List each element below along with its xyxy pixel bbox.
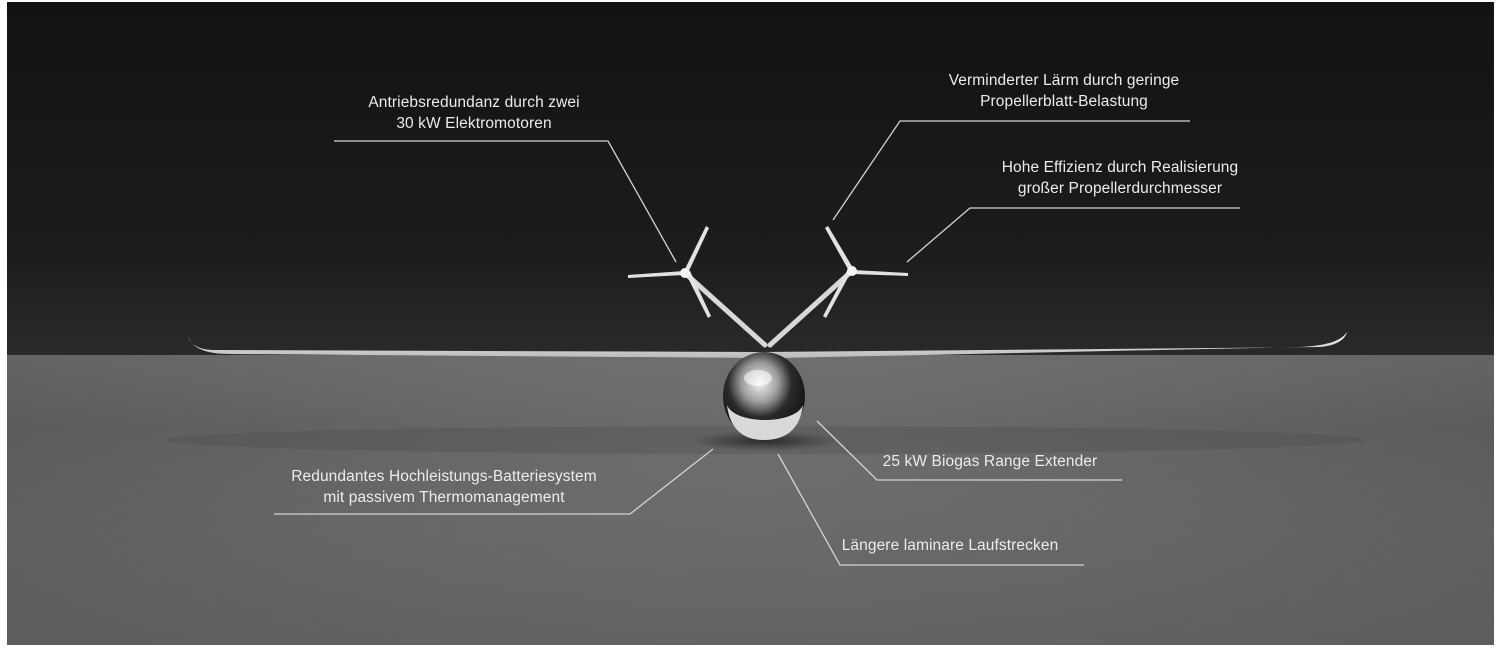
label-battery-line1: Redundantes Hochleistungs-Batteriesystem (291, 468, 597, 485)
right-propeller (823, 226, 908, 318)
label-noise-reduction-line1: Verminderter Lärm durch geringe (948, 72, 1180, 89)
label-range-extender-line1: 25 kW Biogas Range Extender (882, 453, 1098, 470)
label-drive-redundancy-line2: 30 kW Elektromotoren (396, 115, 552, 132)
label-efficiency-line1: Hohe Effizienz durch Realisierung (1001, 159, 1239, 176)
label-battery-line2: mit passivem Thermomanagement (323, 489, 565, 506)
label-laminar: Längere laminare Laufstrecken (820, 535, 1080, 556)
label-battery: Redundantes Hochleistungs-Batteriesystem… (264, 466, 624, 508)
leader-range-extender (816, 420, 1122, 481)
aircraft-photo: Antriebsredundanz durch zwei 30 kW Elekt… (7, 2, 1494, 645)
leader-laminar (777, 453, 1084, 566)
label-range-extender: 25 kW Biogas Range Extender (860, 451, 1120, 472)
left-pylon (683, 271, 768, 348)
label-drive-redundancy: Antriebsredundanz durch zwei 30 kW Elekt… (324, 92, 624, 134)
label-efficiency: Hohe Effizienz durch Realisierung großer… (955, 157, 1285, 199)
leader-lines (274, 120, 1240, 566)
fuselage-pod (723, 352, 805, 440)
leader-efficiency (906, 207, 1240, 263)
leader-battery (274, 448, 714, 515)
label-efficiency-line2: großer Propellerdurchmesser (1017, 180, 1223, 197)
label-laminar-line1: Längere laminare Laufstrecken (841, 537, 1059, 554)
pod-shadow (690, 431, 840, 451)
label-noise-reduction-line2: Propellerblatt-Belastung (980, 93, 1148, 110)
right-pylon (767, 267, 856, 348)
label-drive-redundancy-line1: Antriebsredundanz durch zwei (368, 94, 580, 111)
leader-drive-redundancy (334, 140, 677, 263)
leader-noise-reduction (832, 120, 1190, 221)
wing (188, 332, 1347, 358)
aircraft-illustration (7, 2, 1494, 645)
label-noise-reduction: Verminderter Lärm durch geringe Propelle… (899, 70, 1229, 112)
left-propeller (628, 226, 711, 318)
